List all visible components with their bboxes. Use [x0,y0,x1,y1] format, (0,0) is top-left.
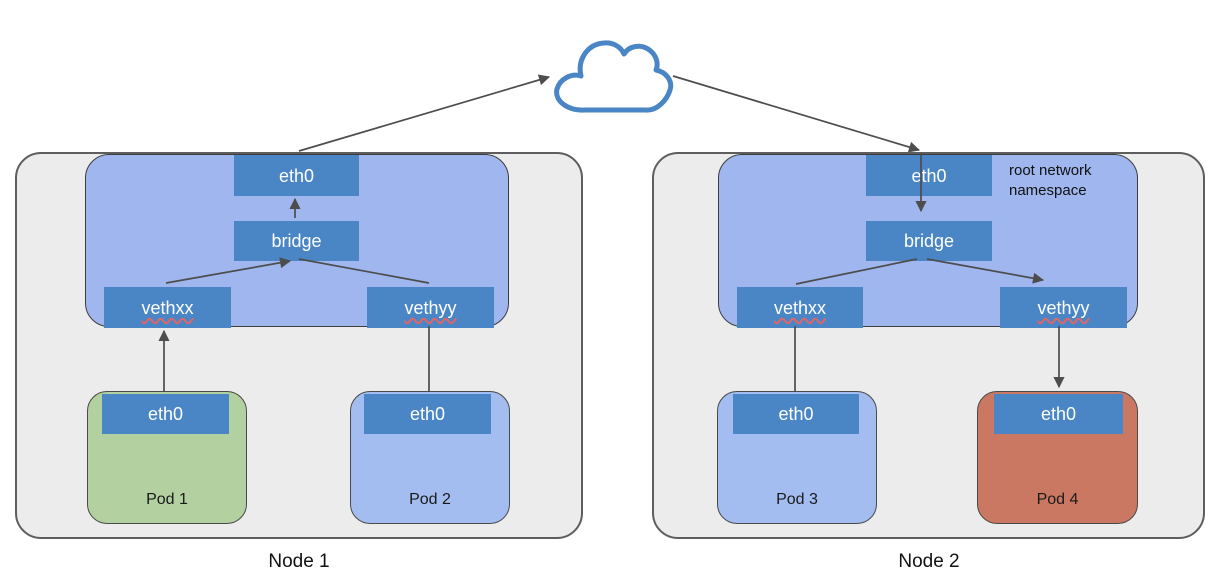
pod-1-label: Pod 1 [146,491,188,508]
eth0-label: eth0 [1040,404,1077,424]
eth0-box-pod-1: eth0 [102,394,229,434]
pod-3-label: Pod 3 [776,491,818,508]
root-namespace-node1: eth0 bridge vethxx vethyy [85,154,509,328]
eth0-label: eth0 [147,404,184,424]
pod-2-label: Pod 2 [409,491,451,508]
eth0-box-pod-2: eth0 [364,394,491,434]
arrow-cloud-to-node2-eth0 [672,75,921,153]
vethyy-label: vethyy [404,297,457,318]
vethxx-label: vethxx [773,297,827,318]
eth0-label: eth0 [778,404,814,424]
eth0-box-node1-root: eth0 [234,155,359,196]
vethxx-label: vethxx [141,297,194,318]
bridge-label: bridge [903,231,955,251]
bridge-box-node1: bridge [234,221,359,261]
vethyy-box-node2: vethyy [1000,287,1127,328]
node-1: eth0 bridge vethxx vethyy eth0 Pod 1 eth… [15,152,583,539]
eth0-label: eth0 [409,404,446,424]
node-2-label: Node 2 [898,551,960,572]
eth0-box-node2-root: eth0 [866,155,992,196]
vethyy-box-node1: vethyy [367,287,494,328]
vethyy-label: vethyy [1037,297,1090,318]
bridge-box-node2: bridge [866,221,992,261]
root-namespace-label: root network namespace [1009,162,1092,199]
pod-4: eth0 Pod 4 [977,391,1138,524]
root-namespace-node2: eth0 root network namespace bridge vethx… [718,154,1138,328]
arrow-node1-eth0-to-cloud [298,74,551,152]
bridge-label: bridge [271,231,322,251]
node-1-label: Node 1 [268,551,330,572]
eth0-label: eth0 [911,165,947,186]
pod-3: eth0 Pod 3 [717,391,877,524]
cloud-icon [554,40,674,113]
pod-4-label: Pod 4 [1036,491,1079,508]
eth0-label: eth0 [278,165,315,186]
pod-2: eth0 Pod 2 [350,391,510,524]
vethxx-box-node1: vethxx [104,287,231,328]
eth0-box-pod-4: eth0 [994,394,1123,434]
pod-1: eth0 Pod 1 [87,391,247,524]
node-2: eth0 root network namespace bridge vethx… [652,152,1205,539]
vethxx-box-node2: vethxx [737,287,863,328]
eth0-box-pod-3: eth0 [733,394,859,434]
